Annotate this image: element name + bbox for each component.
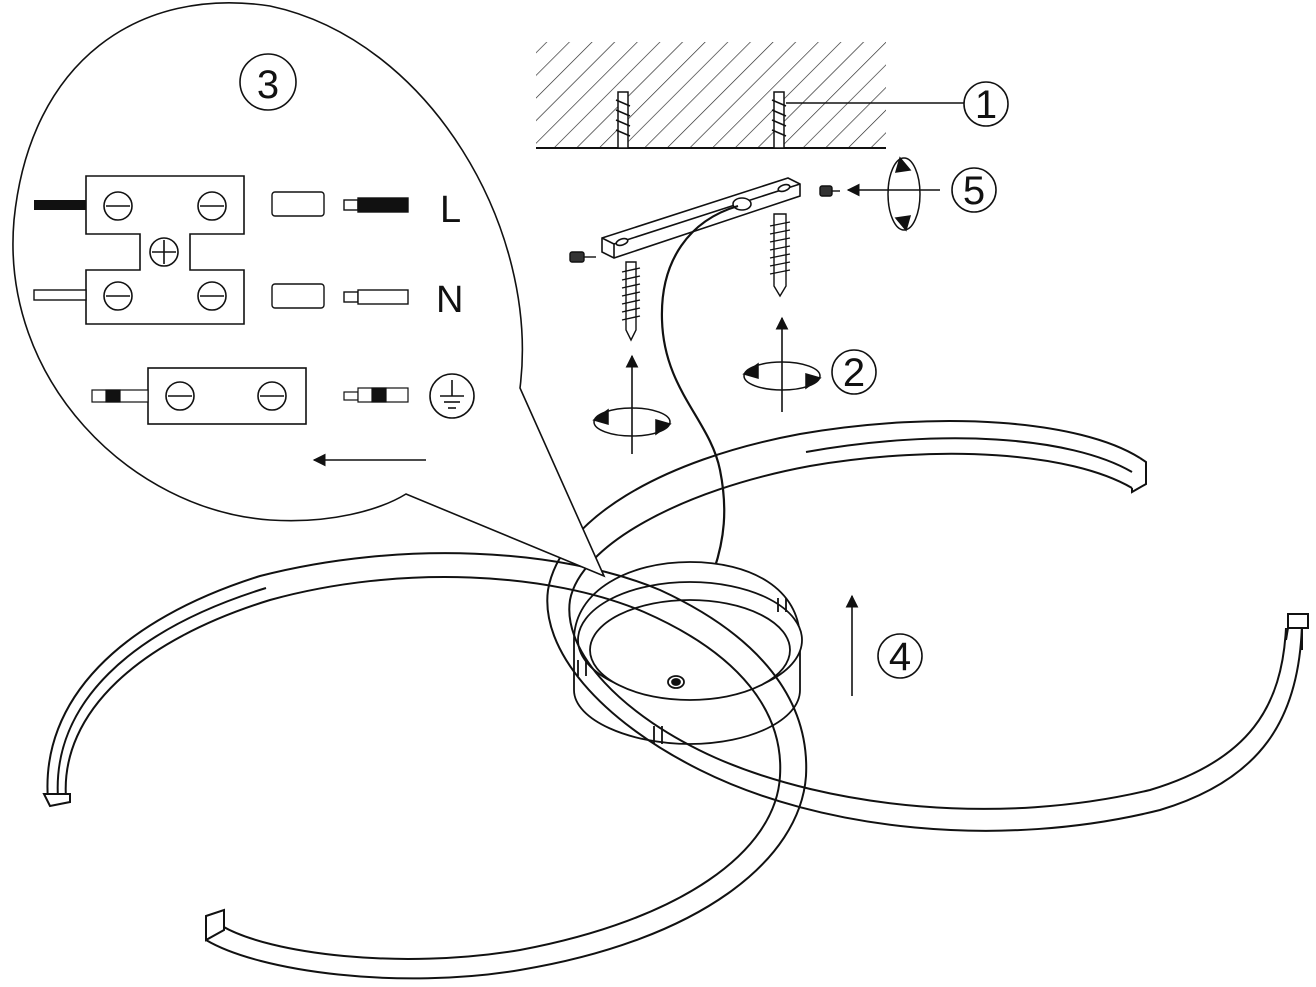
bracket-screw-right <box>819 185 840 197</box>
step-4-callout: 4 <box>877 633 923 679</box>
terminal-block-earth <box>147 367 307 425</box>
step2-rotate-icon-left <box>592 407 672 437</box>
live-wire-in <box>34 200 86 210</box>
lamp-ring-left <box>42 552 808 980</box>
wood-screw-right <box>769 213 791 298</box>
neutral-connector <box>271 283 409 309</box>
wood-screw-left <box>621 261 641 342</box>
terminal-block-live-neutral <box>85 175 245 325</box>
step-4-number: 4 <box>889 635 911 679</box>
wall-plug-left <box>615 91 631 149</box>
mains-cable <box>660 204 739 571</box>
ceiling-section <box>536 42 886 149</box>
earth-wire-in <box>91 389 149 403</box>
step-3-callout: 3 <box>239 53 297 111</box>
wall-plug-right <box>771 91 787 149</box>
live-label: L <box>440 189 461 231</box>
lamp-ring-right <box>546 420 1309 832</box>
mounting-bracket <box>601 177 801 259</box>
step2-rotate-icon-right <box>742 361 822 391</box>
step-5-number: 5 <box>963 169 985 213</box>
step-2-number: 2 <box>843 351 865 395</box>
step-1-callout: 1 <box>963 81 1009 127</box>
step-1-number: 1 <box>975 83 997 127</box>
neutral-label: N <box>436 279 463 321</box>
earth-symbol-icon <box>429 373 475 419</box>
earth-wire-out <box>343 387 409 403</box>
bracket-screw-left <box>569 251 596 263</box>
neutral-wire-in <box>33 289 87 301</box>
step-3-number: 3 <box>257 63 279 107</box>
step5-rotate-icon <box>887 156 921 232</box>
step-2-callout: 2 <box>831 349 877 395</box>
lamp-canopy <box>573 561 803 745</box>
live-connector <box>271 191 409 217</box>
step-5-callout: 5 <box>951 167 997 213</box>
